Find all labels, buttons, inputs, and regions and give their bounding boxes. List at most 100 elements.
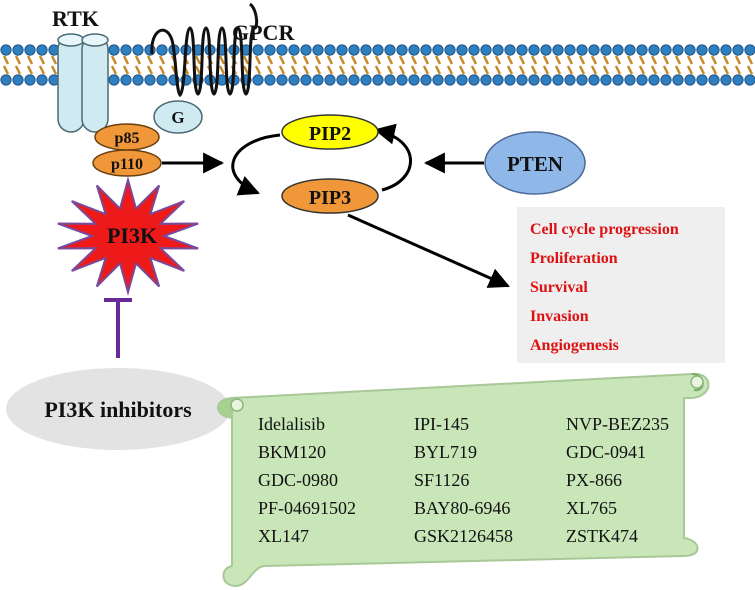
lipid-head (408, 44, 420, 56)
lipid-head (732, 44, 744, 56)
lipid-head (312, 44, 324, 56)
lipid-head (132, 44, 144, 56)
lipid-head (708, 74, 720, 86)
lipid-tail (2, 55, 10, 65)
lipid-tail (674, 65, 682, 75)
lipid-tail (458, 65, 466, 75)
lipid-head (12, 74, 24, 86)
lipid-head (468, 74, 480, 86)
pip2-to-pip3-arrow (231, 133, 281, 196)
lipid-tail (110, 65, 118, 75)
lipid-head (612, 74, 624, 86)
drug-name: BKM120 (258, 442, 326, 462)
lipid-head (612, 44, 624, 56)
lipid-head (348, 44, 360, 56)
lipid-tail (374, 65, 382, 75)
lipid-head (684, 44, 696, 56)
lipid-head (288, 44, 300, 56)
inhibitors-ellipse (6, 368, 230, 450)
lipid-tail (422, 55, 430, 65)
lipid-head (480, 74, 492, 86)
pten-node (484, 131, 586, 195)
lipid-head (672, 44, 684, 56)
lipid-head (624, 44, 636, 56)
lipid-tail (722, 65, 730, 75)
lipid-head (516, 74, 528, 86)
lipid-tail (566, 55, 574, 65)
g-protein (153, 100, 203, 134)
lipid-head (300, 44, 312, 56)
lipid-head (120, 44, 132, 56)
lipid-head (540, 44, 552, 56)
cell-membrane (0, 44, 755, 86)
lipid-head (12, 44, 24, 56)
lipid-tail (134, 55, 142, 65)
lipid-tail (14, 65, 22, 75)
lipid-head (276, 74, 288, 86)
pip3-label: PIP3 (309, 187, 351, 209)
lipid-tail (302, 65, 310, 75)
lipid-tail (14, 55, 22, 65)
lipid-head (360, 44, 372, 56)
drug-name: Idelalisib (258, 414, 325, 434)
lipid-tail (722, 55, 730, 65)
lipid-head (408, 74, 420, 86)
lipid-tail (242, 55, 250, 65)
pip2-label: PIP2 (309, 123, 351, 145)
lipid-tail (278, 55, 286, 65)
lipid-tail (542, 65, 550, 75)
lipid-tail (326, 65, 334, 75)
lipid-head (516, 44, 528, 56)
lipid-head (720, 44, 732, 56)
lipid-head (540, 74, 552, 86)
lipid-tail (158, 65, 166, 75)
lipid-tail (662, 55, 670, 65)
drug-name: IPI-145 (414, 414, 469, 434)
pi3k-burst (57, 176, 199, 296)
lipid-tail (446, 65, 454, 75)
lipid-tail (350, 55, 358, 65)
lipid-tail (590, 55, 598, 65)
pten-label: PTEN (507, 152, 563, 176)
lipid-head (156, 74, 168, 86)
lipid-head (24, 44, 36, 56)
lipid-tail (314, 55, 322, 65)
outcome-item: Invasion (530, 308, 589, 325)
lipid-tail (266, 55, 274, 65)
lipid-tail (278, 65, 286, 75)
lipid-tail (338, 55, 346, 65)
lipid-tail (38, 55, 46, 65)
lipid-tail (434, 65, 442, 75)
drug-name: SF1126 (414, 470, 469, 490)
lipid-head (648, 44, 660, 56)
lipid-tail (566, 65, 574, 75)
lipid-tail (38, 65, 46, 75)
lipid-head (360, 74, 372, 86)
lipid-head (36, 74, 48, 86)
lipid-tail (386, 65, 394, 75)
drug-name: PX-866 (566, 470, 622, 490)
lipid-tail (530, 65, 538, 75)
lipid-head (552, 44, 564, 56)
lipid-tail (470, 65, 478, 75)
lipid-tail (686, 65, 694, 75)
rtk-receptor (57, 33, 109, 133)
lipid-head (744, 74, 755, 86)
lipid-tail (362, 55, 370, 65)
lipid-head (0, 74, 12, 86)
drug-name: GDC-0941 (566, 442, 646, 462)
lipid-tail (518, 55, 526, 65)
lipid-tail (578, 55, 586, 65)
lipid-tail (122, 55, 130, 65)
lipid-tail (710, 65, 718, 75)
lipid-head (444, 74, 456, 86)
lipid-tail (266, 65, 274, 75)
lipid-tail (254, 65, 262, 75)
drug-name: ZSTK474 (566, 526, 638, 546)
lipid-head (312, 74, 324, 86)
lipid-tail (110, 55, 118, 65)
drug-name: XL765 (566, 498, 617, 518)
lipid-tail (362, 65, 370, 75)
